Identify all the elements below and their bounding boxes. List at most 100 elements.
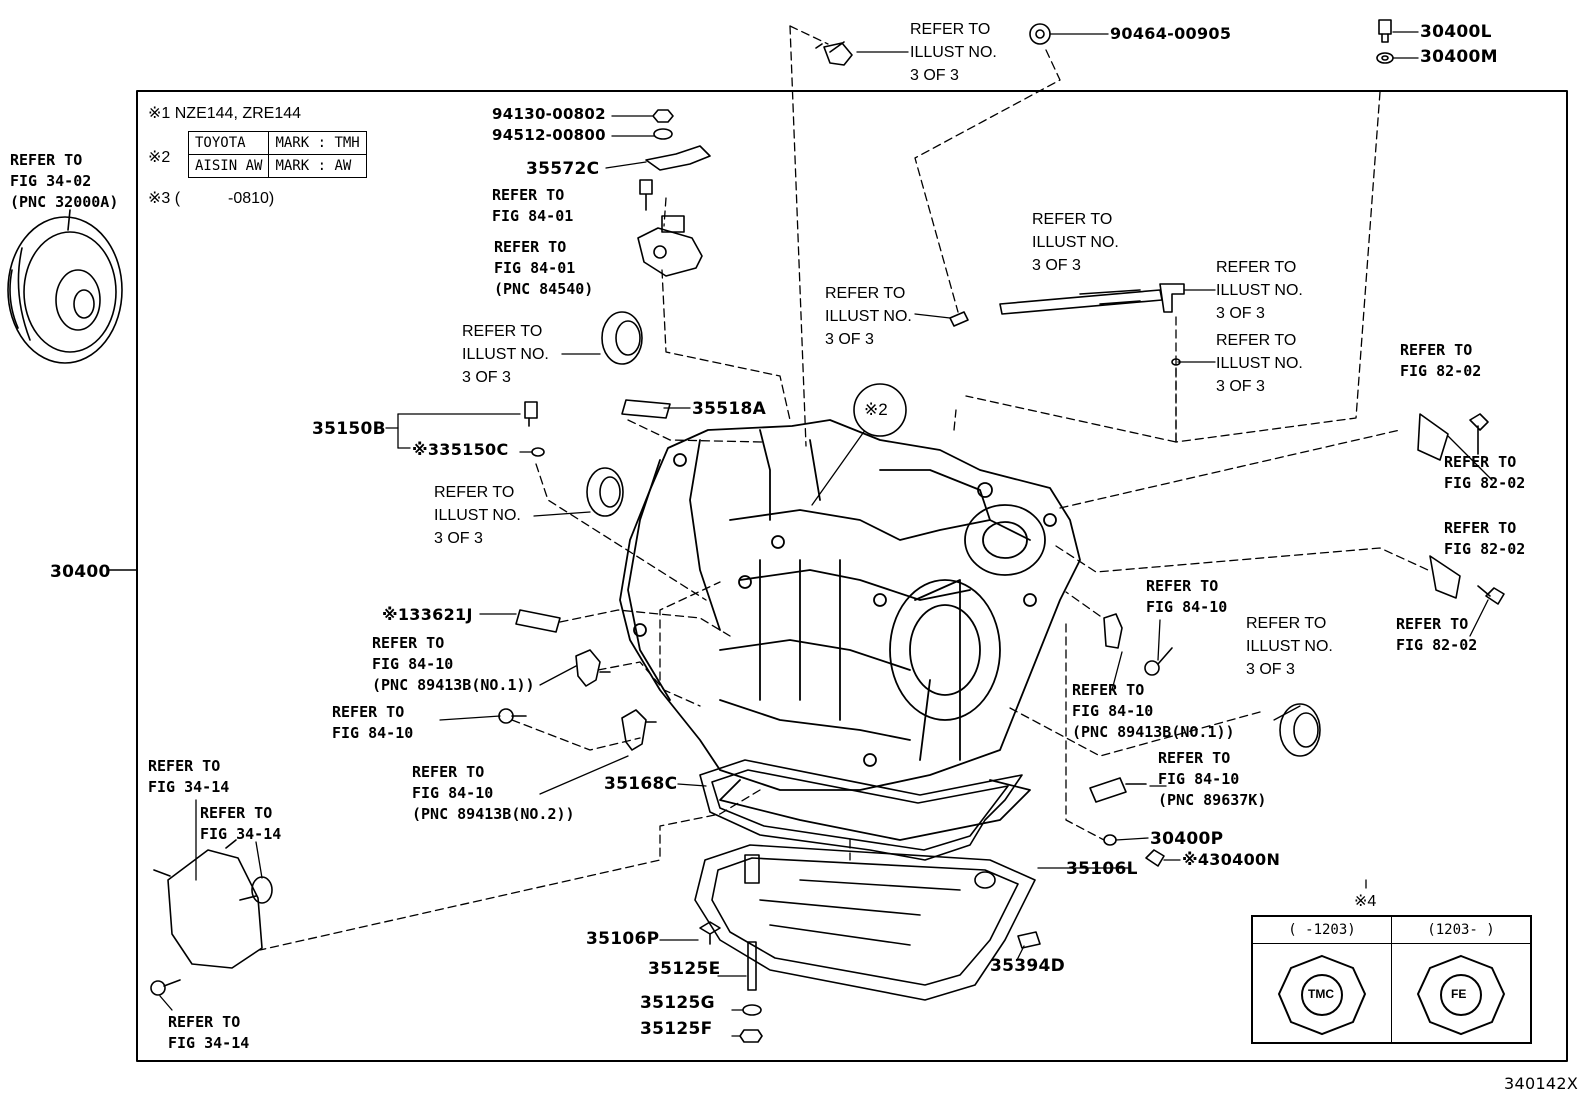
part-35125E[interactable]: 35125E — [648, 959, 721, 979]
oil-cooler-icon — [153, 839, 273, 969]
ref-line: ILLUST NO. — [1032, 234, 1119, 251]
bolt-icon — [150, 979, 181, 996]
part-30400[interactable]: 30400 — [50, 562, 111, 582]
ref-line: FIG 84-01 — [492, 207, 574, 225]
ref-illust-right-2[interactable]: REFER TO ILLUST NO. 3 OF 3 — [1216, 329, 1303, 398]
ref-line: FIG 84-10 — [1146, 598, 1228, 616]
ref-line: ILLUST NO. — [910, 44, 997, 61]
ref-fig-84-10-d[interactable]: REFER TO FIG 84-10 (PNC 89413B(NO.1)) — [372, 633, 535, 696]
ref-line: REFER TO — [1400, 341, 1473, 359]
part-35518A[interactable]: 35518A — [692, 399, 767, 419]
ref-illust-right-1[interactable]: REFER TO ILLUST NO. 3 OF 3 — [1216, 256, 1303, 325]
leader-lines — [159, 31, 1493, 1037]
ref-fig-34-14-a[interactable]: REFER TO FIG 34-14 — [148, 756, 229, 798]
ref-fig-34-14-b[interactable]: REFER TO FIG 34-14 — [200, 803, 281, 845]
part-35106L[interactable]: 35106L — [1066, 859, 1138, 879]
part-35106P[interactable]: 35106P — [586, 929, 660, 949]
ref-line: 3 OF 3 — [910, 67, 959, 84]
part-30400N[interactable]: ※430400N — [1182, 850, 1281, 869]
transmission-case-icon — [619, 419, 1081, 841]
ref-illust-seal-3[interactable]: REFER TO ILLUST NO. 3 OF 3 — [1246, 612, 1333, 681]
ref-line: FIG 34-02 — [10, 172, 92, 190]
ref-fig-34-14-c[interactable]: REFER TO FIG 34-14 — [168, 1012, 249, 1054]
part-94130-00802[interactable]: 94130-00802 — [492, 105, 606, 123]
ref-line: FIG 34-14 — [168, 1034, 250, 1052]
part-35572C[interactable]: 35572C — [526, 159, 600, 179]
ref-line: REFER TO — [168, 1013, 241, 1031]
bolt-icon — [1469, 413, 1489, 455]
ref-illust-seal-1[interactable]: REFER TO ILLUST NO. 3 OF 3 — [462, 320, 549, 389]
legend-left-mark: TMC — [1308, 987, 1334, 1001]
ref-illust-left[interactable]: REFER TO ILLUST NO. 3 OF 3 — [825, 282, 912, 351]
neutral-switch-icon — [637, 215, 703, 277]
ref-illust-top[interactable]: REFER TO ILLUST NO. 3 OF 3 — [910, 18, 997, 87]
legend-left-header: ( -1203) — [1288, 922, 1356, 938]
o-ring-icon — [531, 447, 545, 457]
ref-fig-82-02-d[interactable]: REFER TO FIG 82-02 — [1396, 614, 1477, 656]
ref-line: REFER TO — [372, 634, 445, 652]
ref-line: FIG 84-10 — [332, 724, 414, 742]
legend-right-header: (1203- ) — [1391, 917, 1530, 943]
speed-sensor-icon — [1103, 613, 1123, 649]
part-35168C[interactable]: 35168C — [604, 774, 678, 794]
ref-line: 3 OF 3 — [462, 369, 511, 386]
ref-line: REFER TO — [1246, 615, 1327, 632]
ref-fig-84-10-e[interactable]: REFER TO FIG 84-10 — [332, 702, 413, 744]
ref-fig-34-02[interactable]: REFER TO FIG 34-02 (PNC 32000A) — [10, 150, 118, 213]
ref-line: ILLUST NO. — [1216, 355, 1303, 372]
part-35125G[interactable]: 35125G — [640, 993, 715, 1013]
diagram-frame — [136, 90, 1568, 1062]
ref-fig-84-10-b[interactable]: REFER TO FIG 84-10 (PNC 89413B(NO.1)) — [1072, 680, 1235, 743]
bolt-icon — [498, 708, 527, 724]
ref-fig-84-10-f[interactable]: REFER TO FIG 84-10 (PNC 89413B(NO.2)) — [412, 762, 575, 825]
bolt-icon — [699, 921, 721, 945]
ref-fig-82-02-a[interactable]: REFER TO FIG 82-02 — [1400, 340, 1481, 382]
part-30400L[interactable]: 30400L — [1420, 22, 1492, 42]
clip-icon — [1029, 23, 1051, 45]
ref-line: 3 OF 3 — [1246, 661, 1295, 678]
ref-fig-84-01-a[interactable]: REFER TO FIG 84-01 — [492, 185, 573, 227]
ref-fig-84-10-c[interactable]: REFER TO FIG 84-10 (PNC 89637K) — [1158, 748, 1266, 811]
ref-fig-82-02-b[interactable]: REFER TO FIG 82-02 — [1444, 452, 1525, 494]
ref-illust-seal-2[interactable]: REFER TO ILLUST NO. 3 OF 3 — [434, 481, 521, 550]
ref-line: (PNC 89413B(NO.1)) — [1072, 723, 1235, 741]
part-90464-00905[interactable]: 90464-00905 — [1110, 24, 1232, 43]
ref-line: REFER TO — [1216, 259, 1297, 276]
ref-illust-shaft[interactable]: REFER TO ILLUST NO. 3 OF 3 — [1032, 208, 1119, 277]
ref-line: 3 OF 3 — [1216, 378, 1265, 395]
part-30400P[interactable]: 30400P — [1150, 829, 1224, 849]
ref-line: FIG 82-02 — [1444, 474, 1526, 492]
part-35394D[interactable]: 35394D — [990, 956, 1066, 976]
ref-line: FIG 84-10 — [1072, 702, 1154, 720]
magnet-icon — [1017, 931, 1041, 949]
dashed-leaders — [259, 25, 1429, 951]
pan-gasket-icon — [699, 759, 1023, 861]
ref-fig-84-10-a[interactable]: REFER TO FIG 84-10 — [1146, 576, 1227, 618]
ref-line: REFER TO — [200, 804, 273, 822]
nut-icon — [652, 109, 674, 123]
ref-line: 3 OF 3 — [1032, 257, 1081, 274]
part-33621J[interactable]: ※133621J — [382, 605, 473, 624]
ref-line: FIG 84-10 — [412, 784, 494, 802]
part-94512-00800[interactable]: 94512-00800 — [492, 126, 606, 144]
ref-fig-82-02-c[interactable]: REFER TO FIG 82-02 — [1444, 518, 1525, 560]
part-30400M[interactable]: 30400M — [1420, 47, 1498, 67]
washer-icon — [653, 128, 673, 140]
ref-fig-84-01-b[interactable]: REFER TO FIG 84-01 (PNC 84540) — [494, 237, 593, 300]
bolt-icon — [1144, 647, 1173, 676]
ref-line: REFER TO — [1216, 332, 1297, 349]
bolt-icon — [815, 41, 853, 66]
part-35125F[interactable]: 35125F — [640, 1019, 713, 1039]
washer-icon — [1376, 52, 1394, 64]
legend-marker: ※4 — [1354, 893, 1377, 910]
plug-icon — [1378, 19, 1392, 43]
ref-line: REFER TO — [462, 323, 543, 340]
part-35150B[interactable]: 35150B — [312, 419, 386, 439]
ref-line: REFER TO — [910, 21, 991, 38]
ref-line: FIG 82-02 — [1444, 540, 1526, 558]
label-plate-icon — [515, 609, 561, 633]
breather-icon — [1417, 413, 1449, 461]
part-35150C[interactable]: ※335150C — [412, 440, 509, 459]
